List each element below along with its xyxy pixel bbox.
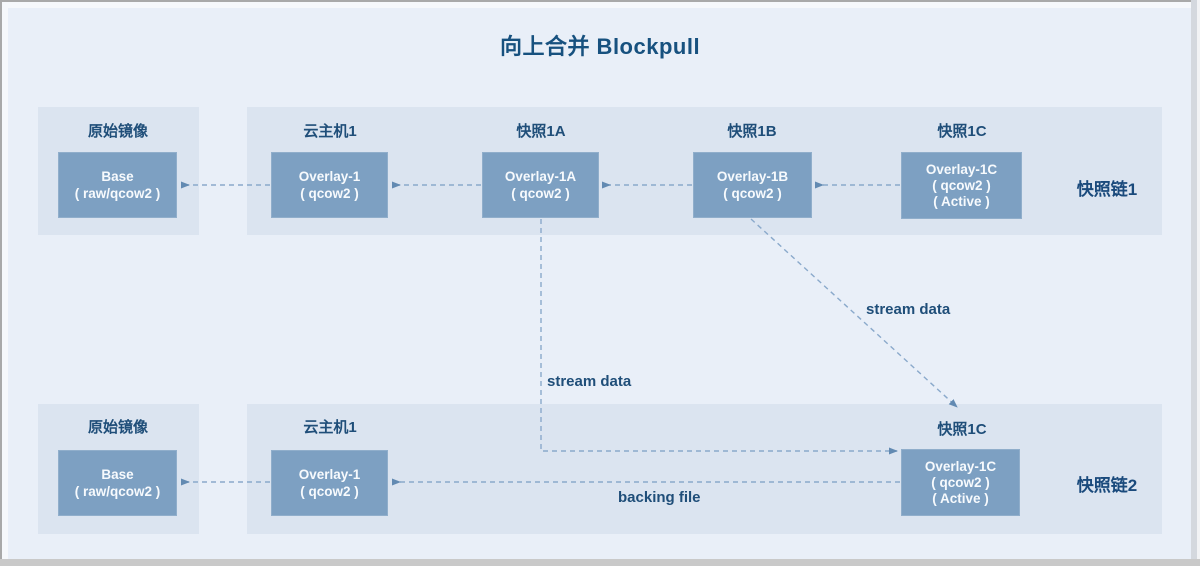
node-overlay1-top-line1: Overlay-1 xyxy=(298,169,361,184)
label-stream-data-right: stream data xyxy=(866,301,951,318)
node-overlay1-bottom-line1: Overlay-1 xyxy=(298,467,361,482)
label-cloud-host-bottom: 云主机1 xyxy=(303,419,357,436)
label-snapshot-1c-top: 快照1C xyxy=(937,123,987,140)
node-overlay1-bottom: Overlay-1 ( qcow2 ) xyxy=(271,450,388,516)
node-overlay1c-top-line2: ( qcow2 ) xyxy=(932,177,991,193)
node-overlay1b-line1: Overlay-1B xyxy=(716,169,789,184)
node-overlay1c-bottom: Overlay-1C ( qcow2 ) ( Active ) xyxy=(901,449,1020,516)
frame-top-border xyxy=(0,0,1200,2)
label-snapshot-1a: 快照1A xyxy=(516,123,566,140)
node-overlay1b-line2: ( qcow2 ) xyxy=(723,186,782,201)
node-overlay1c-bottom-line1: Overlay-1C xyxy=(924,458,997,474)
node-overlay1-bottom-line2: ( qcow2 ) xyxy=(300,484,359,499)
node-overlay1a: Overlay-1A ( qcow2 ) xyxy=(482,152,599,218)
node-base-top-line1: Base xyxy=(101,169,134,184)
node-overlay1c-top-line1: Overlay-1C xyxy=(925,161,998,177)
node-overlay1c-bottom-line3: ( Active ) xyxy=(932,490,989,506)
label-snapshot-1b: 快照1B xyxy=(727,123,777,140)
diagram-title: 向上合并 Blockpull xyxy=(499,34,701,59)
label-snapshot-chain2: 快照链2 xyxy=(1076,476,1138,495)
node-base-bottom: Base ( raw/qcow2 ) xyxy=(58,450,177,516)
frame-right-margin xyxy=(1197,0,1200,566)
node-overlay1-top-line2: ( qcow2 ) xyxy=(300,186,359,201)
node-base-top: Base ( raw/qcow2 ) xyxy=(58,152,177,218)
node-overlay1c-top-line3: ( Active ) xyxy=(933,193,990,209)
node-overlay1b: Overlay-1B ( qcow2 ) xyxy=(693,152,812,218)
label-origin-image-top: 原始镜像 xyxy=(87,123,149,140)
label-stream-data-left: stream data xyxy=(547,373,632,390)
label-cloud-host-top: 云主机1 xyxy=(303,123,357,140)
node-base-bottom-line2: ( raw/qcow2 ) xyxy=(74,484,161,499)
label-snapshot-chain1: 快照链1 xyxy=(1076,180,1138,199)
frame-bottom-border xyxy=(0,559,1200,566)
frame-right-border xyxy=(1191,0,1197,566)
node-overlay1a-line1: Overlay-1A xyxy=(504,169,577,184)
label-origin-image-bottom: 原始镜像 xyxy=(87,419,149,436)
node-overlay1c-bottom-line2: ( qcow2 ) xyxy=(931,474,990,490)
node-base-bottom-line1: Base xyxy=(101,467,134,482)
label-snapshot-1c-bottom: 快照1C xyxy=(937,421,987,438)
node-overlay1-top: Overlay-1 ( qcow2 ) xyxy=(271,152,388,218)
node-overlay1c-top: Overlay-1C ( qcow2 ) ( Active ) xyxy=(901,152,1022,219)
label-backing-file: backing file xyxy=(618,489,701,506)
node-overlay1a-line2: ( qcow2 ) xyxy=(511,186,570,201)
frame-left-border xyxy=(0,0,2,566)
node-base-top-line2: ( raw/qcow2 ) xyxy=(74,186,161,201)
